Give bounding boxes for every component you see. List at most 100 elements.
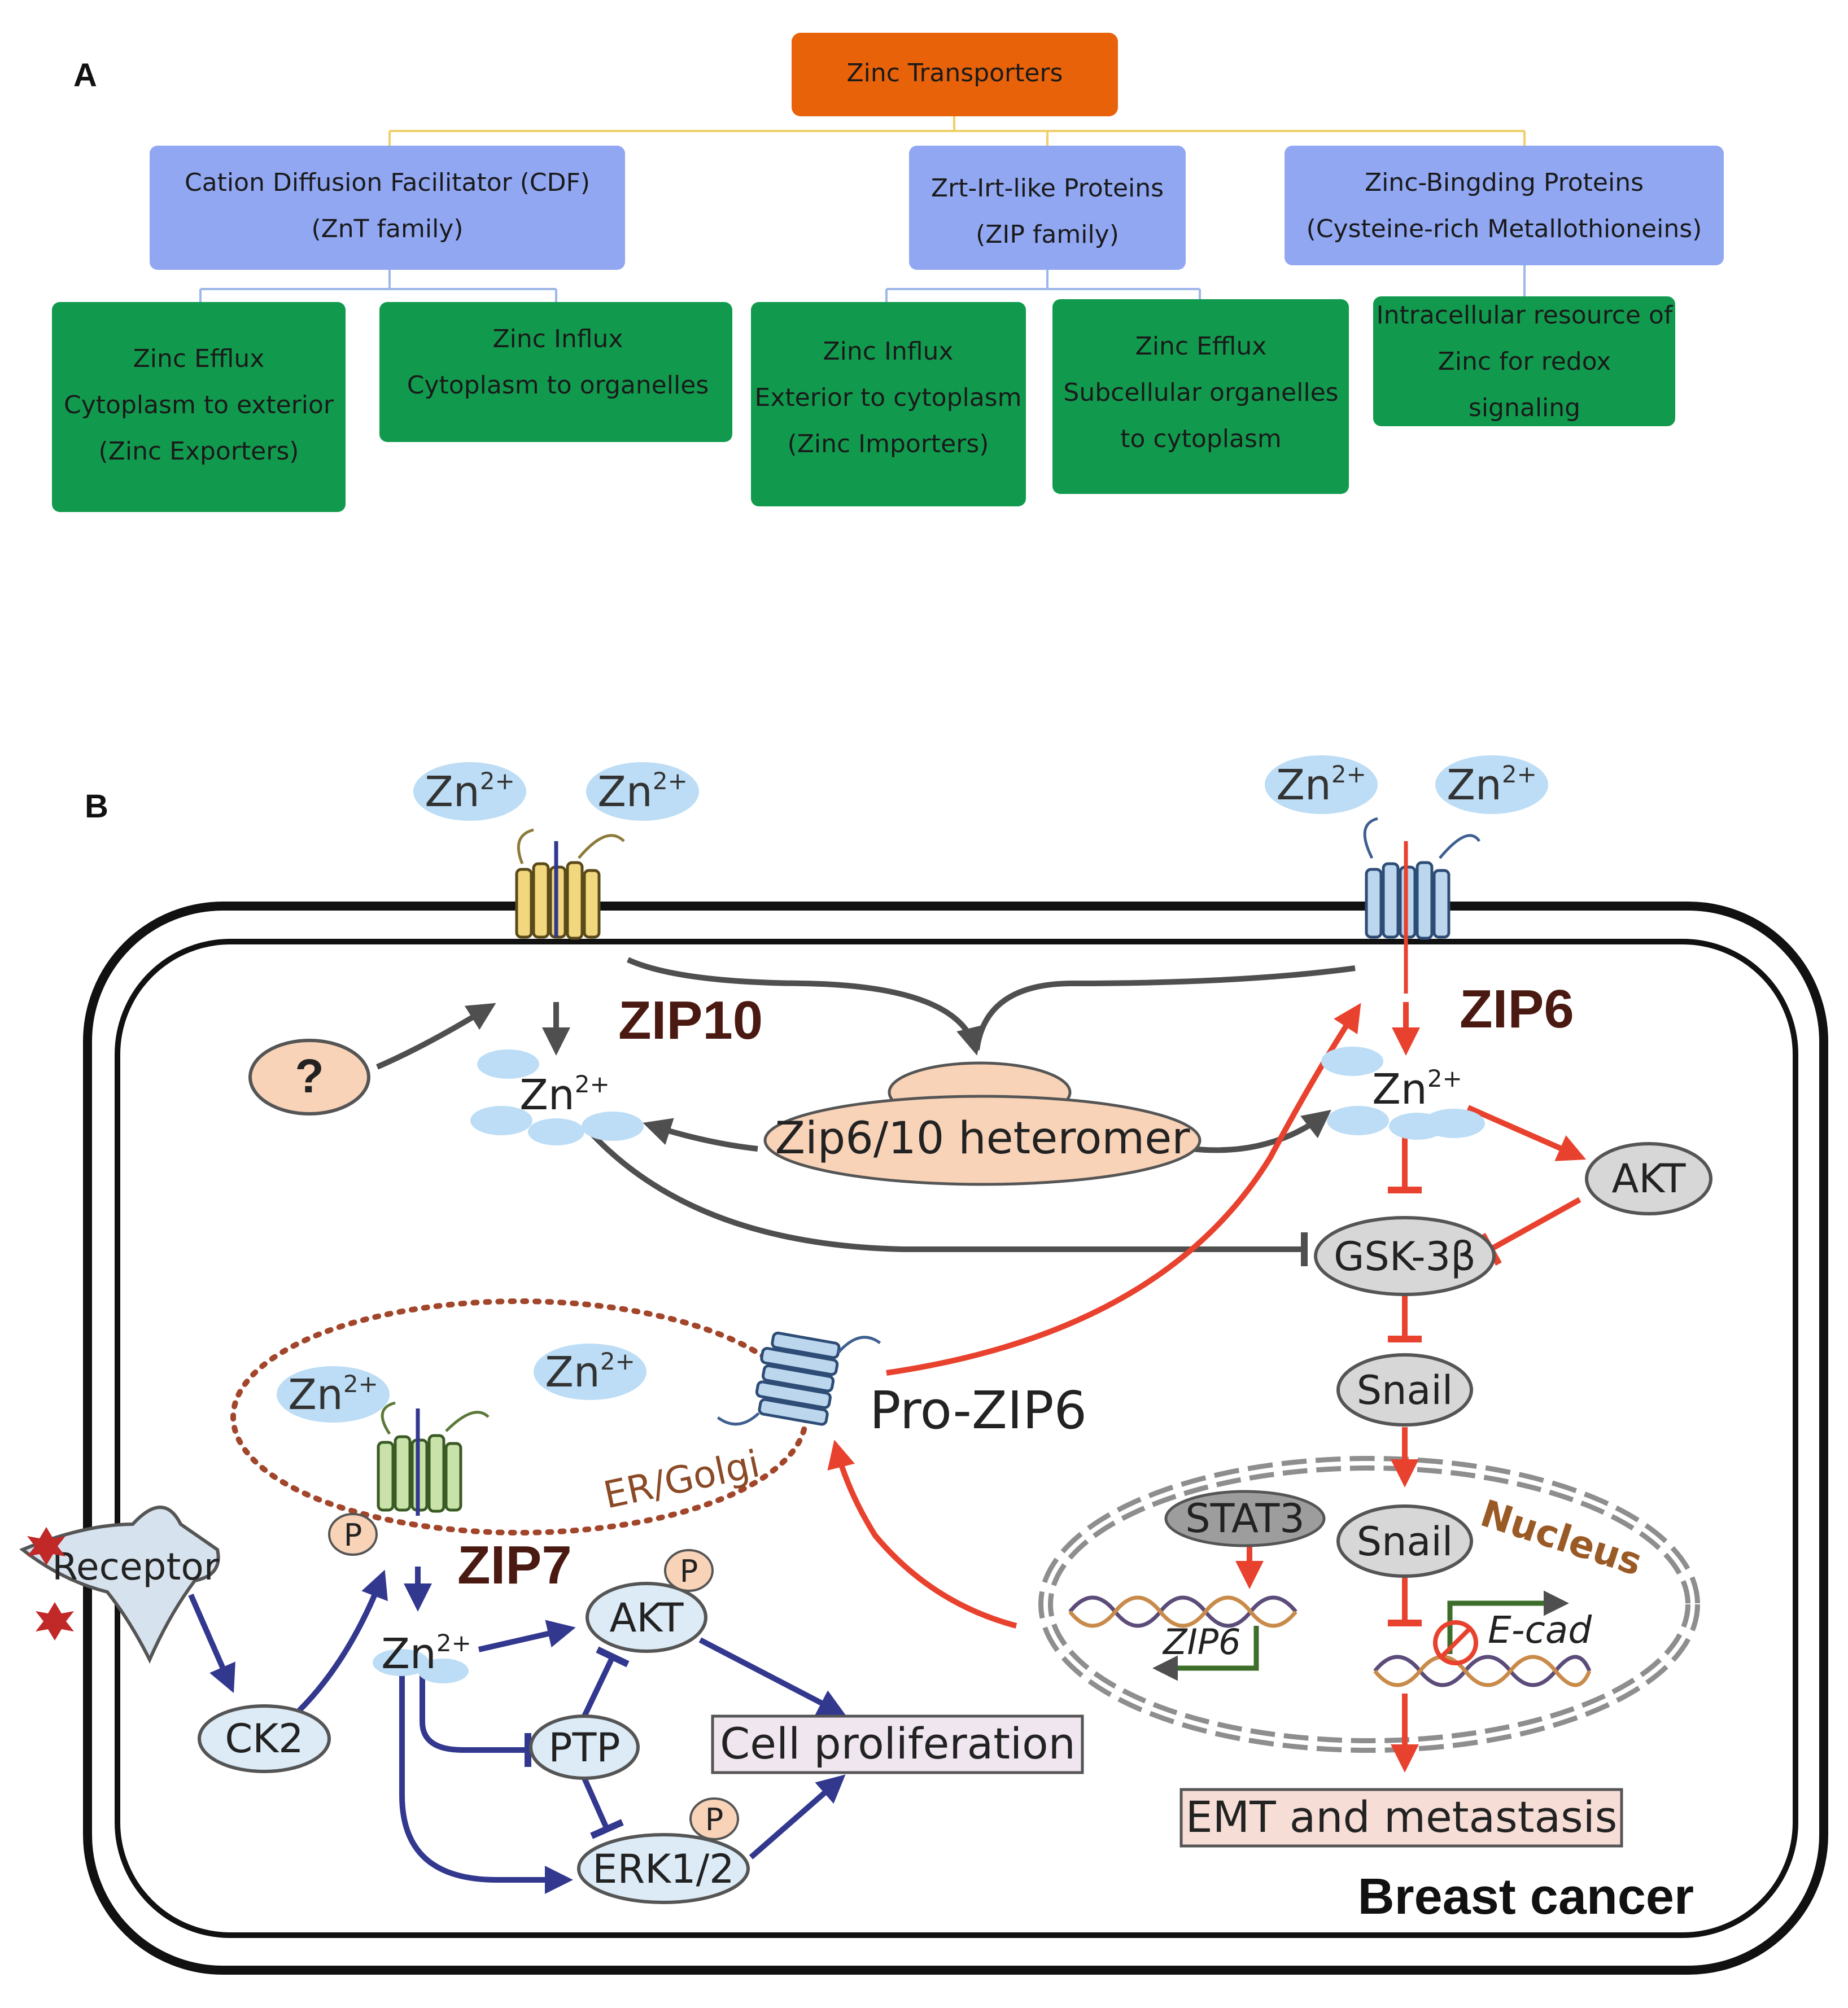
gsk3b-label: GSK-3β [1334, 1233, 1476, 1280]
svg-text:Zn2+: Zn2+ [545, 1348, 635, 1397]
akt-node-right: AKT [1585, 1142, 1712, 1215]
ecad-blocked-icon [1433, 1620, 1478, 1665]
zn-charge: 2+ [1502, 760, 1537, 788]
snail-node-cytoplasm: Snail [1336, 1353, 1473, 1427]
inhibit-akt-to-gsk [1479, 1197, 1581, 1266]
stat3-node: STAT3 [1164, 1490, 1326, 1547]
zn-ion-er-b: Zn2+ [534, 1344, 646, 1400]
zn-ion-extracellular-zip10-b: Zn2+ [586, 762, 699, 821]
zip7-label: ZIP7 [457, 1535, 572, 1595]
family-line: (ZnT family) [311, 215, 463, 243]
zn-symbol: Zn [1447, 761, 1502, 810]
breast-cancer-label: Breast cancer [1358, 1869, 1694, 1925]
grey-pathways [376, 957, 1356, 1266]
arrow-heteromer-to-zn-left [643, 1118, 758, 1152]
phospho-zip7: P [328, 1513, 378, 1556]
zip6-promoter-arrow [1152, 1626, 1259, 1681]
role-line: Exterior to cytoplasm [755, 383, 1022, 412]
inhibit-ptp-to-erk [582, 1777, 624, 1839]
svg-text:Zn2+: Zn2+ [1447, 760, 1537, 810]
arrow-heteromer-to-zn-right [1191, 1109, 1331, 1153]
zn-charge: 2+ [1331, 760, 1366, 788]
role-line: Intracellular resource of [1377, 301, 1674, 330]
emt-label: EMT and metastasis [1186, 1792, 1618, 1842]
role-line: Zinc Influx [823, 337, 954, 366]
snail-node-nucleus: Snail [1336, 1504, 1473, 1578]
gsk3b-node: GSK-3β [1314, 1216, 1496, 1296]
nucleus-label: Nucleus [1475, 1491, 1647, 1584]
arrow-erk-to-prolif [749, 1774, 846, 1860]
akt-left-label: AKT [609, 1595, 683, 1641]
role-box: Intracellular resource of Zinc for redox… [1373, 296, 1675, 426]
family-box-cdf: Cation Diffusion Facilitator (CDF) (ZnT … [150, 146, 625, 270]
arrow-ck2-to-zip7 [297, 1569, 388, 1713]
role-line: Zinc Influx [493, 325, 623, 353]
unknown-label: ? [295, 1049, 324, 1103]
cell-proliferation-label: Cell proliferation [720, 1718, 1076, 1769]
role-line: Zinc Efflux [1135, 332, 1267, 361]
zn-pool-zip10: Zn2+ [470, 1049, 644, 1145]
zip10-transporter-icon [517, 828, 625, 938]
root-label: Zinc Transporters [847, 59, 1063, 88]
akt-node-left: AKT [586, 1582, 707, 1653]
snail-label: Snail [1357, 1367, 1453, 1414]
cell-proliferation-box: Cell proliferation [711, 1714, 1084, 1774]
zn-symbol: Zn [1372, 1065, 1427, 1114]
zn-symbol: Zn [1276, 761, 1331, 810]
zn-symbol: Zn [545, 1348, 600, 1397]
svg-text:Zn2+: Zn2+ [288, 1370, 378, 1419]
zn-charge: 2+ [1427, 1065, 1462, 1092]
panel-a: A Zinc Transporters Cation Diffusion Fac… [52, 33, 1724, 512]
dna-helix-ecad [1373, 1655, 1592, 1687]
stat3-label: STAT3 [1185, 1495, 1305, 1542]
zn-charge: 2+ [653, 767, 688, 795]
ptp-node: PTP [529, 1714, 640, 1780]
role-line: (Zinc Importers) [788, 430, 989, 458]
pro-zip6-label: Pro-ZIP6 [870, 1380, 1087, 1441]
zn-ion-er-a: Zn2+ [277, 1366, 390, 1423]
svg-text:Zn2+: Zn2+ [381, 1629, 471, 1678]
panel-b: B ER/Golgi Nucleus [19, 755, 1828, 1975]
svg-text:Zn2+: Zn2+ [1372, 1065, 1462, 1114]
tree-connectors [199, 116, 1526, 302]
role-box: Zinc Influx Exterior to cytoplasm (Zinc … [751, 302, 1026, 506]
phospho-erk: P [689, 1797, 739, 1840]
arrow-zn-to-akt [1466, 1105, 1587, 1161]
zn-charge: 2+ [480, 767, 515, 795]
zn-symbol: Zn [425, 768, 480, 816]
zip6-label: ZIP6 [1460, 979, 1574, 1039]
inhibit-zn-to-gsk [588, 1130, 1308, 1266]
phospho-label: P [705, 1802, 724, 1838]
role-line: Cytoplasm to organelles [407, 371, 709, 400]
ck2-label: CK2 [225, 1716, 303, 1762]
zn-ion-extracellular-zip6-a: Zn2+ [1265, 755, 1378, 814]
zn-charge: 2+ [436, 1629, 471, 1657]
role-box: Zinc Efflux Subcellular organelles to cy… [1052, 299, 1349, 494]
arrow-zip6-to-heteromer [974, 965, 1356, 1051]
svg-text:Zn2+: Zn2+ [597, 767, 688, 816]
ptp-label: PTP [548, 1725, 620, 1771]
red-pathways [827, 1002, 1587, 1773]
panel-a-label: A [73, 57, 97, 94]
svg-text:Zn2+: Zn2+ [425, 767, 515, 816]
role-box: Zinc Influx Cytoplasm to organelles [379, 302, 732, 442]
nucleus-envelope-gap [1043, 1461, 1695, 1748]
erk-label: ERK1/2 [592, 1846, 734, 1892]
zn-pool-zip6: Zn2+ [1321, 1047, 1485, 1140]
role-box: Zinc Efflux Cytoplasm to exterior (Zinc … [52, 302, 346, 512]
zn-ion-extracellular-zip6-b: Zn2+ [1435, 755, 1548, 814]
role-line: Subcellular organelles [1063, 378, 1338, 407]
arrow-unknown-to-zip10 [376, 1003, 496, 1070]
zn-symbol: Zn [288, 1371, 343, 1419]
zip7-transporter-icon [378, 1401, 490, 1516]
arrow-pro-zip6-to-zip6 [886, 1003, 1361, 1376]
ligand-icon [27, 1527, 74, 1640]
role-line: signaling [1469, 393, 1580, 422]
zn-symbol: Zn [519, 1071, 575, 1119]
emt-box: EMT and metastasis [1179, 1788, 1623, 1848]
zn-symbol: Zn [597, 768, 653, 816]
family-line: Zinc-Bingding Proteins [1365, 168, 1644, 197]
ck2-node: CK2 [198, 1704, 331, 1773]
zn-charge: 2+ [575, 1070, 610, 1098]
